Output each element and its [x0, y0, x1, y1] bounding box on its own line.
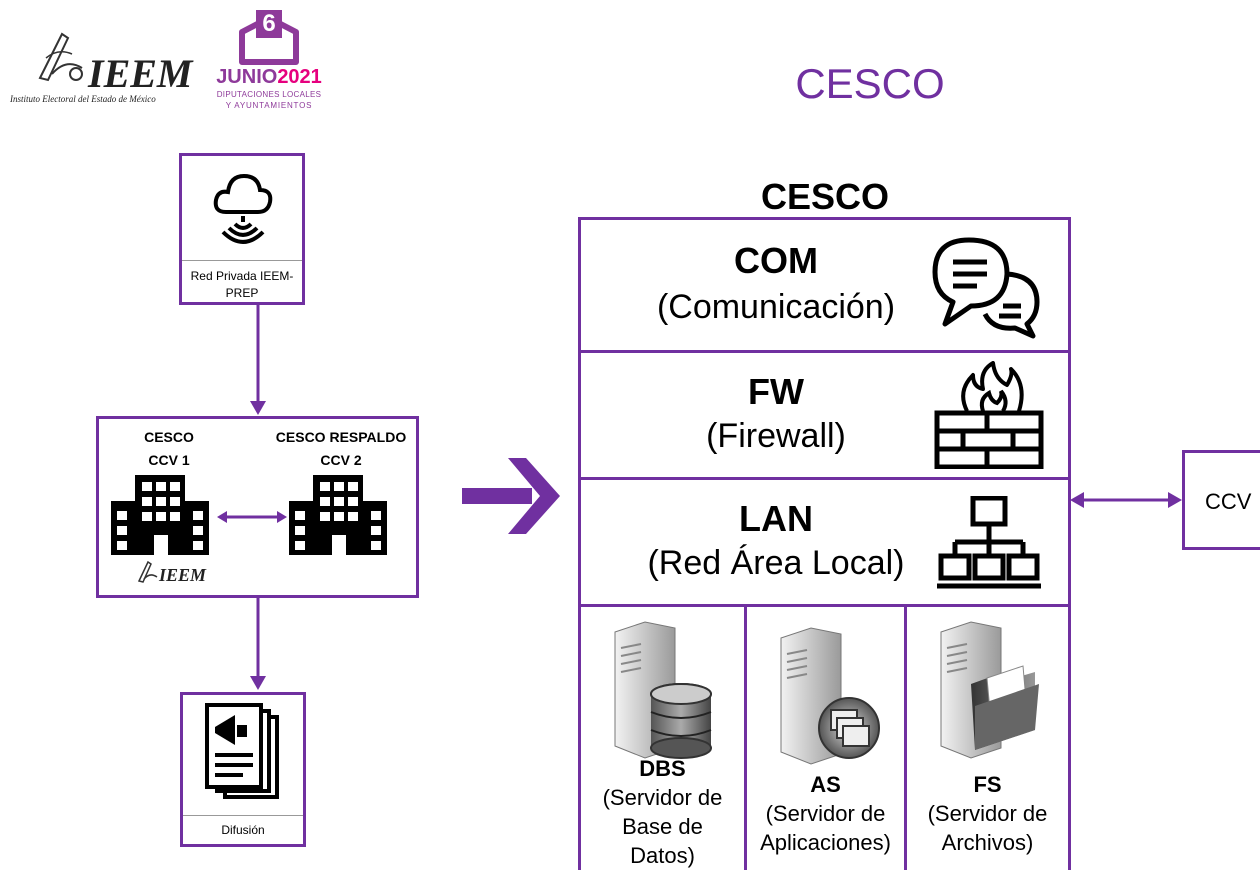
server-title: AS — [810, 772, 841, 797]
election-year: 2021 — [277, 66, 322, 88]
private-network-node: Red Privada IEEM-PREP — [179, 153, 305, 305]
flow-arrow-down-1 — [250, 305, 266, 415]
ieem-emblem-icon — [137, 560, 158, 583]
server-desc-line: Datos) — [630, 843, 695, 868]
server-desc-line: (Servidor de — [927, 801, 1048, 826]
network-label: Red Privada IEEM-PREP — [190, 269, 294, 300]
network-label-divider — [182, 260, 302, 261]
layer-subtitle: (Firewall) — [706, 417, 846, 455]
server-desc-line: (Servidor de — [765, 801, 886, 826]
diffusion-label: Difusión — [221, 823, 265, 837]
server-divider — [744, 607, 747, 870]
diffusion-node: Difusión — [180, 692, 306, 847]
layer-subtitle: (Comunicación) — [656, 288, 896, 326]
building-icon — [289, 475, 387, 555]
election-line1: DIPUTACIONES LOCALES — [216, 90, 322, 99]
election-month: JUNIO — [216, 66, 278, 88]
election-2021-logo: 6 JUNIO2021 DIPUTACIONES LOCALES Y AYUNT… — [208, 8, 330, 118]
site1-code: CCV 1 — [148, 452, 190, 468]
stack-title: CESCO — [760, 176, 890, 217]
site2-code: CCV 2 — [320, 452, 362, 468]
server-title: FS — [973, 772, 1002, 797]
building-icon — [111, 475, 209, 555]
chat-icon — [929, 232, 1045, 340]
ieem-logo: IEEM Instituto Electoral del Estado de M… — [10, 28, 193, 106]
inner-ieem-text: IEEM — [159, 565, 207, 585]
database-server-icon — [605, 618, 717, 760]
server-label: AS (Servidor de Aplicaciones) — [747, 770, 904, 857]
application-server-icon — [771, 624, 883, 766]
site1-name: CESCO — [144, 429, 194, 445]
server-fs: FS (Servidor de Archivos) — [907, 610, 1068, 870]
election-number: 6 — [262, 10, 276, 37]
server-desc-line: Archivos) — [941, 830, 1034, 855]
inner-ieem-logo: IEEM — [135, 559, 235, 595]
server-label: FS (Servidor de Archivos) — [907, 770, 1068, 857]
layer-title: LAN — [739, 498, 813, 539]
ccv-node: CCV — [1182, 450, 1260, 550]
network-icon — [937, 496, 1041, 592]
sync-arrow-icon — [217, 511, 287, 523]
newspaper-megaphone-icon — [203, 703, 287, 811]
server-desc-line: Aplicaciones) — [760, 830, 891, 855]
site2-name: CESCO RESPALDO — [275, 429, 407, 445]
server-divider — [904, 607, 907, 870]
layer-lan: LAN (Red Área Local) — [581, 480, 1068, 607]
layer-fw: FW (Firewall) — [581, 353, 1068, 480]
page-title: CESCO — [795, 60, 945, 107]
layer-title: COM — [734, 240, 818, 281]
layer-com: COM (Comunicación) — [581, 220, 1068, 353]
server-dbs: DBS (Servidor de Base de Datos) — [581, 610, 744, 870]
ieem-logo-text: IEEM — [88, 51, 193, 96]
server-title: DBS — [639, 756, 686, 781]
ieem-emblem-icon — [38, 32, 83, 82]
big-right-arrow-icon — [462, 458, 560, 534]
cesco-stack — [578, 217, 1071, 870]
layer-title: FW — [748, 371, 804, 412]
flow-arrow-down-2 — [250, 598, 266, 690]
election-date: JUNIO2021 — [208, 66, 330, 89]
ccv-label: CCV — [1205, 489, 1252, 514]
server-as: AS (Servidor de Aplicaciones) — [747, 610, 904, 870]
ballot-box-icon — [239, 10, 299, 65]
server-label: DBS (Servidor de Base de Datos) — [581, 754, 744, 870]
server-desc-line: (Servidor de — [602, 785, 723, 810]
data-centers-node: CESCO CCV 1 CESCO RESPALDO CCV 2 — [96, 416, 419, 598]
server-desc-line: Base de — [622, 814, 703, 839]
cloud-wireless-icon — [212, 166, 274, 250]
file-server-icon — [931, 618, 1043, 760]
election-line2: Y AYUNTAMIENTOS — [225, 101, 313, 110]
firewall-icon — [933, 361, 1045, 469]
ieem-logo-subtitle: Instituto Electoral del Estado de México — [10, 94, 156, 104]
layer-subtitle: (Red Área Local) — [647, 544, 905, 582]
ccv-link-arrow-icon — [1070, 492, 1182, 508]
diffusion-divider — [183, 815, 303, 816]
